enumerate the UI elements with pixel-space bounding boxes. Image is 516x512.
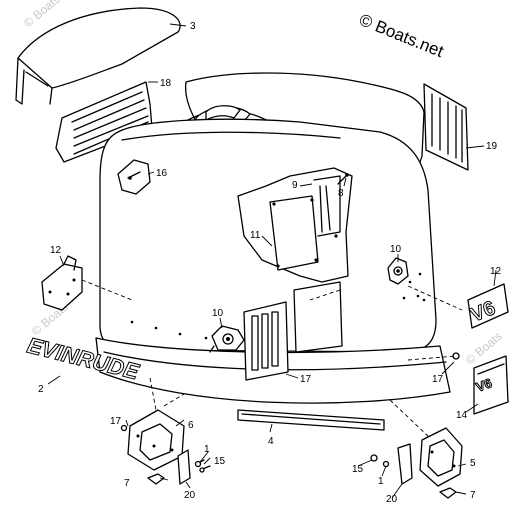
part-latch-knob-right bbox=[387, 257, 409, 285]
callout-12-right: 12 bbox=[490, 266, 502, 277]
callout-11: 11 bbox=[250, 230, 261, 241]
callout-13: 14 bbox=[456, 410, 468, 421]
callout-9: 9 bbox=[292, 180, 298, 191]
callout-1-left: 1 bbox=[204, 444, 210, 455]
callout-5: 5 bbox=[470, 458, 476, 469]
watermark-faint-top-left: © Boats bbox=[21, 0, 63, 30]
cutaway-window bbox=[237, 167, 353, 283]
part-link-right bbox=[397, 443, 413, 485]
assembly-dashes bbox=[81, 279, 463, 439]
part-v6-badge: V6 bbox=[467, 283, 509, 329]
callout-7-left: 7 bbox=[124, 478, 130, 489]
callout-10-left: 10 bbox=[212, 308, 224, 319]
callout-7-right: 7 bbox=[470, 490, 476, 501]
callout-17-right: 17 bbox=[432, 374, 444, 385]
callouts: 3 18 19 16 9 8 11 10 12 12 10 17 2 17 14… bbox=[38, 21, 502, 505]
leader-lines bbox=[47, 23, 497, 499]
callout-20-right: 20 bbox=[386, 494, 398, 505]
part-left-vent-grille bbox=[55, 81, 153, 163]
callout-3: 3 bbox=[190, 21, 196, 32]
part-emblem bbox=[117, 159, 151, 195]
part-link-left bbox=[177, 449, 191, 485]
callout-8: 8 bbox=[338, 188, 344, 199]
callout-16: 17 bbox=[300, 374, 312, 385]
callout-2: 2 bbox=[38, 384, 44, 395]
badge-recess bbox=[293, 281, 343, 353]
part-right-vent-grille bbox=[423, 83, 469, 171]
callout-14-left: 15 bbox=[214, 456, 226, 467]
part-side-plate: V6 bbox=[473, 355, 509, 415]
callout-17-left: 17 bbox=[110, 416, 122, 427]
part-top-cover bbox=[15, 7, 181, 105]
callout-18: 18 bbox=[160, 78, 172, 89]
part-latch-bracket-left bbox=[127, 409, 185, 471]
callout-4: 4 bbox=[268, 436, 274, 447]
callout-20-left: 20 bbox=[184, 490, 196, 501]
watermark-main: © Boats.net bbox=[357, 10, 447, 61]
callout-6: 6 bbox=[188, 420, 194, 431]
callout-15: 16 bbox=[156, 168, 168, 179]
part-lower-vent-grille bbox=[243, 301, 289, 381]
callout-19: 19 bbox=[486, 141, 498, 152]
callout-10-right: 10 bbox=[390, 244, 402, 255]
plate-decal-text: V6 bbox=[474, 375, 494, 395]
part-latch-bracket-right bbox=[419, 427, 463, 487]
callout-14-right: 15 bbox=[352, 464, 364, 475]
callout-12-left: 12 bbox=[50, 245, 62, 256]
part-seal-strip bbox=[237, 409, 385, 431]
part-bracket-left bbox=[41, 255, 83, 311]
callout-1-right: 1 bbox=[378, 476, 384, 487]
